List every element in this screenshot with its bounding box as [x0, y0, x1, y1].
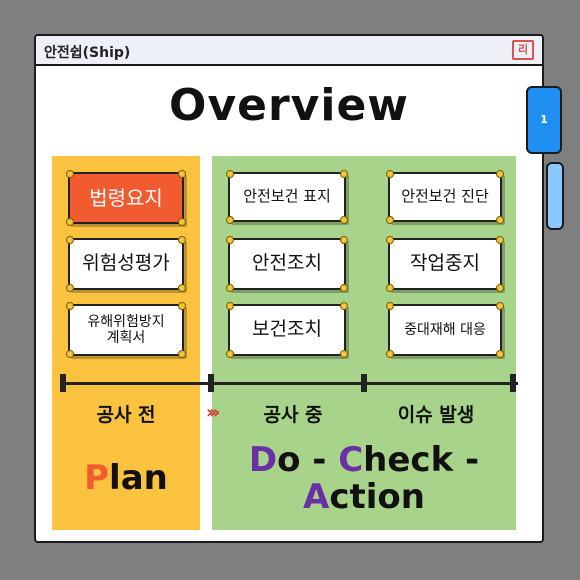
stage-check-rest: heck -: [363, 440, 480, 480]
next-arrows-icon: ›››: [206, 402, 220, 423]
app-window: 안전쉽(Ship) 리 Overview 법령요지 위험성평가 유해위험방지 계…: [34, 34, 544, 543]
stage-action-line: Action: [212, 479, 516, 516]
app-title: 안전쉽(Ship): [44, 45, 131, 61]
sign-label: 작업중지: [410, 252, 480, 275]
sign-serious-accident-response[interactable]: 중대재해 대응: [386, 302, 504, 358]
sign-label: 중대재해 대응: [404, 321, 486, 338]
app-logo-icon[interactable]: 리: [512, 40, 534, 60]
timeline-tick: [60, 374, 66, 392]
sign-label: 안전보건 표지: [243, 187, 331, 206]
timeline-tick: [361, 374, 367, 392]
title-bar: 안전쉽(Ship) 리: [36, 36, 542, 66]
phase-issue-occurs: 이슈 발생: [397, 404, 475, 426]
stage-check-initial: C: [338, 440, 364, 480]
timeline-tick: [208, 374, 214, 392]
timeline-tick: [510, 374, 516, 392]
stage-do-rest: o -: [277, 440, 339, 480]
sign-label: 법령요지: [89, 185, 163, 210]
sign-hazard-prevention-plan[interactable]: 유해위험방지 계획서: [66, 302, 186, 358]
sign-work-stoppage[interactable]: 작업중지: [386, 236, 504, 292]
sign-law-summary[interactable]: 법령요지: [66, 170, 186, 226]
overview-heading: Overview: [169, 80, 409, 131]
sign-health-measures[interactable]: 보건조치: [226, 302, 348, 358]
stage-plan-initial: P: [84, 458, 110, 498]
sign-label: 보건조치: [252, 318, 322, 341]
stage-do-check-line: Do - Check -: [212, 440, 516, 480]
sign-risk-assessment[interactable]: 위험성평가: [66, 236, 186, 292]
stage-do-check-action: Do - Check - Action: [212, 440, 516, 517]
stage-do-initial: D: [248, 440, 278, 480]
sign-safety-health-signs[interactable]: 안전보건 표지: [226, 170, 348, 224]
page-tab-2[interactable]: [546, 162, 564, 230]
stage-plan: Plan: [52, 458, 200, 498]
sign-safety-measures[interactable]: 안전조치: [226, 236, 348, 292]
phase-before-construction: 공사 전: [96, 404, 156, 426]
phase-during-construction: 공사 중: [263, 404, 323, 426]
sign-label: 안전보건 진단: [401, 187, 489, 206]
sign-label: 위험성평가: [82, 252, 170, 275]
sign-label: 안전조치: [252, 252, 322, 275]
sign-safety-health-diagnosis[interactable]: 안전보건 진단: [386, 170, 504, 224]
stage-action-rest: ction: [329, 477, 425, 518]
timeline-line: [64, 382, 518, 385]
stage-plan-rest: lan: [109, 458, 168, 498]
sign-label: 유해위험방지 계획서: [87, 313, 165, 346]
page-tab-1[interactable]: 1: [526, 86, 562, 154]
stage-action-initial: A: [303, 477, 330, 518]
